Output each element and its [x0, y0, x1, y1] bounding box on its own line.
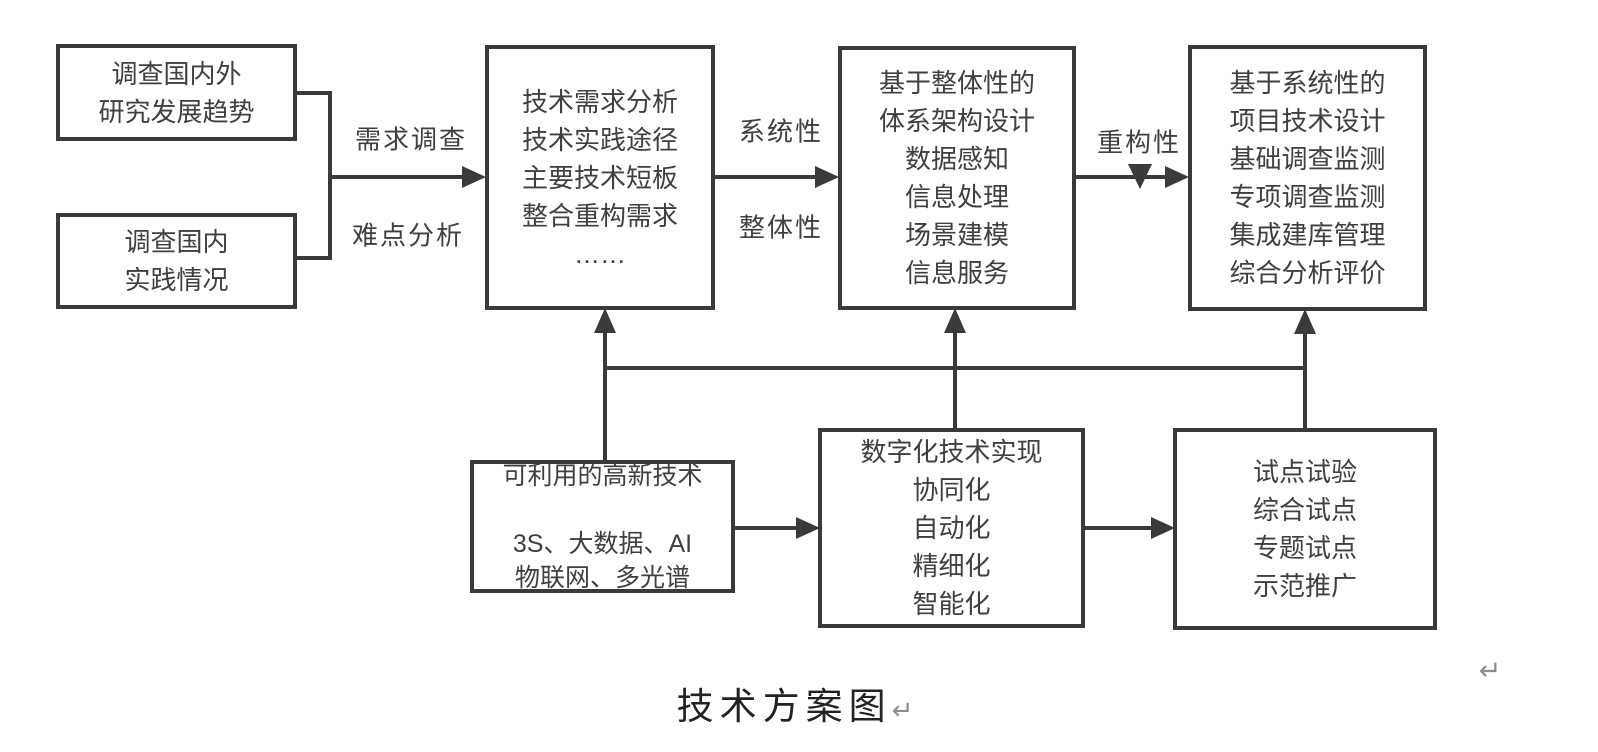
figure-caption: 技术方案图↵ [677, 676, 914, 730]
arrowhead-project [1165, 166, 1189, 188]
box-survey-domestic: 调查国内 实践情况 [56, 213, 297, 309]
box-project-design: 基于系统性的 项目技术设计 基础调查监测 专项调查监测 集成建库管理 综合分析评… [1188, 45, 1427, 311]
arrowhead-pilot [1151, 517, 1175, 539]
label-demand-survey: 需求调查 [354, 124, 468, 155]
box-high-tech: 可利用的高新技术 3S、大数据、AI 物联网、多光谱 [470, 460, 735, 593]
figure-caption-text: 技术方案图 [676, 685, 892, 728]
arrowhead-down-restructuring [1128, 164, 1152, 189]
paragraph-mark-icon: ↵ [891, 696, 914, 726]
box-architecture-design: 基于整体性的 体系架构设计 数据感知 信息处理 场景建模 信息服务 [838, 46, 1076, 310]
label-holistic: 整体性 [738, 212, 824, 243]
arrowhead-architecture [815, 166, 839, 188]
box-tech-needs: 技术需求分析 技术实践途径 主要技术短板 整合重构需求 …… [485, 45, 715, 310]
arrowhead-up-left [594, 308, 616, 333]
arrowhead-up-middle [944, 308, 966, 333]
label-restructuring: 重构性 [1096, 127, 1182, 158]
arrowhead-digital [796, 517, 820, 539]
box-survey-international: 调查国内外 研究发展趋势 [56, 44, 297, 141]
box-pilot-tests: 试点试验 综合试点 专题试点 示范推广 [1173, 428, 1437, 630]
label-systematic: 系统性 [738, 116, 824, 147]
box-digital-implementation: 数字化技术实现 协同化 自动化 精细化 智能化 [818, 428, 1085, 628]
arrowhead-needs [462, 166, 486, 188]
paragraph-mark-icon: ↵ [1478, 655, 1502, 687]
label-difficulty-analysis: 难点分析 [351, 220, 465, 251]
arrowhead-up-right [1294, 309, 1316, 334]
